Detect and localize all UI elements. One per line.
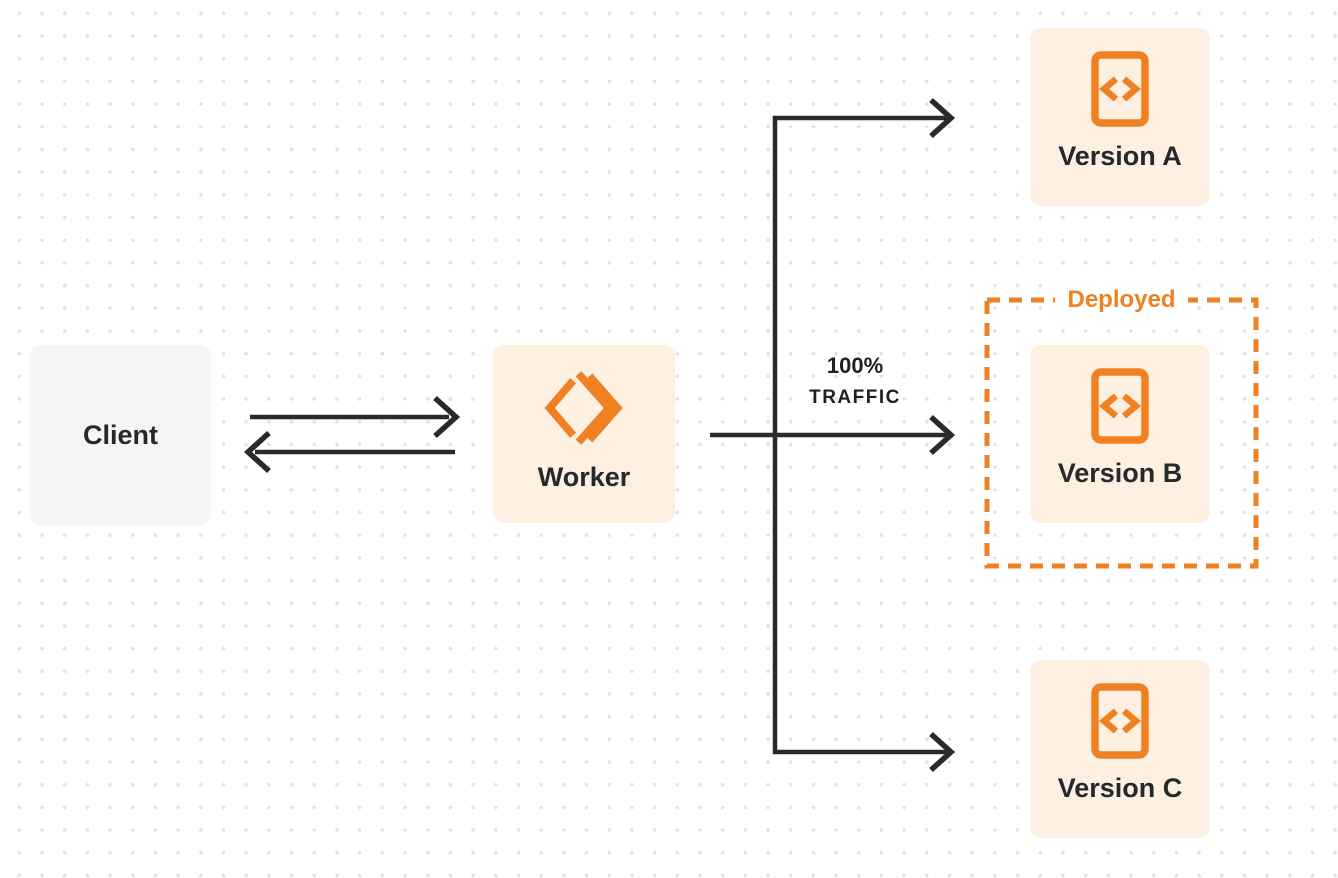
node-version-c: Version C bbox=[1030, 660, 1210, 838]
traffic-annotation: 100% TRAFFIC bbox=[775, 350, 935, 414]
code-file-icon bbox=[1091, 51, 1149, 127]
version-c-label: Version C bbox=[1057, 773, 1183, 803]
node-worker: Worker bbox=[493, 345, 675, 523]
code-file-icon bbox=[1091, 368, 1149, 444]
arrow-client-to-worker-head-icon bbox=[433, 395, 461, 439]
worker-label: Worker bbox=[537, 462, 631, 492]
arrow-version-a-head-icon bbox=[929, 97, 956, 139]
deployed-label: Deployed bbox=[1055, 284, 1188, 316]
arrow-worker-to-client-head-icon bbox=[243, 430, 271, 474]
cloudflare-workers-icon bbox=[544, 371, 623, 445]
code-file-icon bbox=[1091, 683, 1149, 759]
traffic-percent: 100% bbox=[826, 353, 884, 378]
arrow-version-c-head-icon bbox=[929, 731, 956, 773]
version-a-label: Version A bbox=[1058, 141, 1182, 171]
node-version-b: Version B bbox=[1030, 345, 1210, 523]
node-client: Client bbox=[30, 345, 211, 525]
version-b-label: Version B bbox=[1057, 458, 1183, 488]
client-label: Client bbox=[82, 420, 158, 450]
traffic-word: TRAFFIC bbox=[809, 387, 901, 408]
node-version-a: Version A bbox=[1030, 28, 1210, 206]
arrow-version-b-head-icon bbox=[929, 414, 956, 456]
deployed-annotation: Deployed bbox=[985, 284, 1258, 316]
